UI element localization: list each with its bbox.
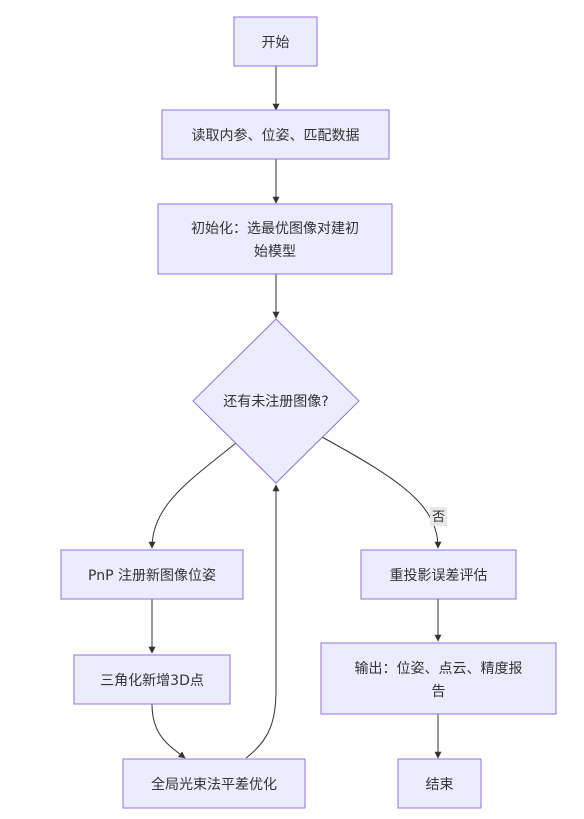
node-reproj-eval-label: 重投影误差评估: [390, 568, 488, 584]
node-decision: 还有未注册图像?: [192, 318, 360, 484]
edge-label-no: 否: [430, 507, 447, 526]
svg-text:否: 否: [432, 510, 445, 525]
node-decision-label: 还有未注册图像?: [223, 394, 328, 410]
node-output-label-line2: 告: [432, 684, 446, 700]
edge-ba-to-decision: [245, 484, 280, 759]
edge-decision-to-pnp: [148, 442, 237, 549]
edge-triangulate-to-ba: [151, 703, 186, 759]
node-triangulate: 三角化新增3D点: [73, 654, 231, 705]
node-reproj-eval: 重投影误差评估: [360, 549, 517, 600]
node-initialize-label-line1: 初始化：选最优图像对建初: [191, 220, 359, 237]
node-read-data-label: 读取内参、位姿、匹配数据: [192, 127, 360, 144]
node-output-label-line1: 输出：位姿、点云、精度报: [355, 661, 523, 677]
node-end: 结束: [397, 758, 482, 809]
node-initialize-label-line2: 始模型: [254, 244, 296, 260]
node-start: 开始: [233, 16, 318, 67]
node-bundle-adjust: 全局光束法平差优化: [122, 758, 306, 809]
node-end-label: 结束: [426, 777, 454, 793]
edge-decision-to-reproj: [321, 436, 442, 549]
node-initialize: 初始化：选最优图像对建初 始模型: [157, 203, 393, 275]
node-triangulate-label: 三角化新增3D点: [100, 673, 204, 689]
edges: [148, 66, 442, 759]
node-pnp-label: PnP 注册新图像位姿: [88, 568, 216, 584]
node-start-label: 开始: [262, 35, 290, 51]
node-output: 输出：位姿、点云、精度报 告: [320, 642, 557, 715]
node-read-data: 读取内参、位姿、匹配数据: [161, 109, 390, 160]
node-pnp: PnP 注册新图像位姿: [60, 549, 244, 600]
node-bundle-adjust-label: 全局光束法平差优化: [151, 776, 277, 793]
